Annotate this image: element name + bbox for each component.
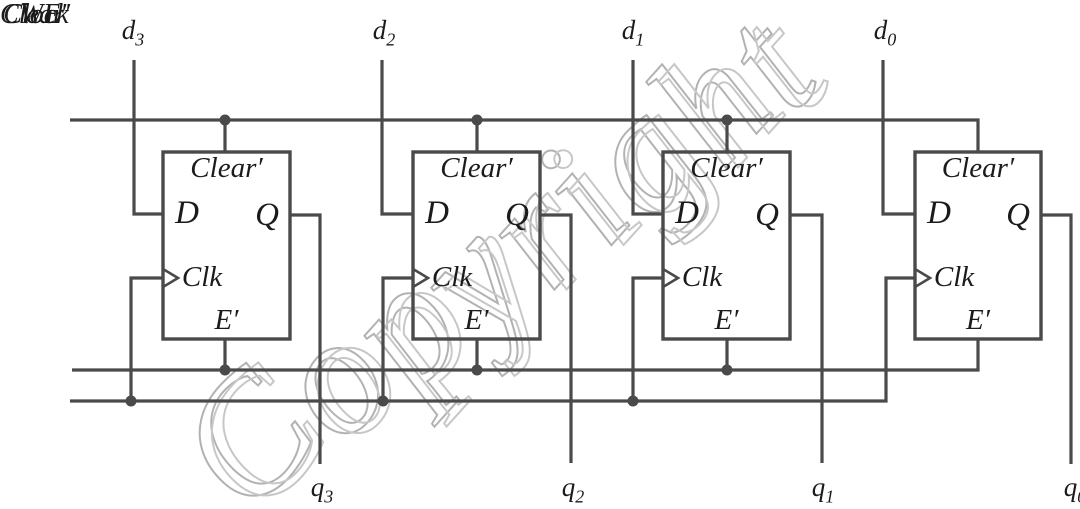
output-label-q2: q2 <box>541 472 605 505</box>
junction-dot <box>471 114 483 126</box>
ff0-clk-label: Clk <box>933 261 975 293</box>
flipflop-0-box <box>913 150 1043 341</box>
ff3-clk-label: Clk <box>181 261 223 293</box>
input-d2-sub: 2 <box>386 29 396 50</box>
junction-dot <box>219 364 231 376</box>
junction-dot <box>471 364 483 376</box>
ff1-q-label: Q <box>755 197 779 233</box>
clock-edge-triangle-ff3 <box>162 267 181 289</box>
output-label-q3: q3 <box>290 472 354 505</box>
clear-signal-label: Clear′ <box>0 0 70 30</box>
input-d2-base: d <box>372 15 387 45</box>
junction-dot <box>627 395 639 407</box>
input-d3-base: d <box>121 15 136 45</box>
input-d1-base: d <box>621 15 636 45</box>
wire-q2-output <box>540 213 573 463</box>
wire-q3-output <box>290 213 322 464</box>
output-q3-base: q <box>310 472 325 502</box>
wire-clear-rail <box>70 118 980 152</box>
flipflop-2-box <box>411 150 542 341</box>
output-label-q1: q1 <box>791 472 855 505</box>
output-q1-sub: 1 <box>825 486 835 507</box>
wire-d2-input <box>380 60 413 216</box>
clock-signal-label: Clock <box>3 0 69 30</box>
ff2-q-label: Q <box>505 197 529 233</box>
wire-we-rail <box>72 339 980 372</box>
output-label-q0: q0 <box>1043 472 1080 505</box>
input-d1-sub: 1 <box>635 29 645 50</box>
wire-d3-input <box>132 60 163 216</box>
wire-d1-input <box>631 60 663 216</box>
ff3-clear-label: Clear′ <box>190 152 263 184</box>
we-signal-label: WE′ <box>19 0 67 30</box>
junction-dot <box>377 395 389 407</box>
ff3-d-label: D <box>175 195 199 231</box>
ff2-clear-label: Clear′ <box>440 152 513 184</box>
flipflop-3-box <box>161 150 292 341</box>
wire-q1-output <box>790 213 824 463</box>
output-q2-sub: 2 <box>575 486 585 507</box>
output-q3-sub: 3 <box>324 486 334 507</box>
output-q0-sub: 0 <box>1077 486 1080 506</box>
ff1-clk-label: Clk <box>681 261 723 293</box>
ff0-d-label: D <box>927 195 951 231</box>
input-d0-sub: 0 <box>887 29 897 50</box>
ff3-enable-label: E′ <box>214 304 239 336</box>
wire-d0-input <box>881 60 915 216</box>
ff0-q-label: Q <box>1006 197 1030 233</box>
input-d3-sub: 3 <box>135 29 145 50</box>
flipflop-1-box <box>661 150 792 341</box>
clock-edge-triangle-ff2 <box>412 267 431 289</box>
wire-clk-tap-ff1 <box>631 276 663 401</box>
wire-clock-rail <box>70 276 915 403</box>
junction-dot <box>219 114 231 126</box>
wire-clk-tap-ff2 <box>381 276 413 401</box>
input-label-d2: d2 <box>352 15 416 48</box>
output-q1-base: q <box>811 472 826 502</box>
clock-edge-triangle-ff0 <box>914 267 933 289</box>
ff1-enable-label: E′ <box>714 304 739 336</box>
ff2-d-label: D <box>425 195 449 231</box>
junction-dot <box>721 114 733 126</box>
ff2-clk-label: Clk <box>431 261 473 293</box>
ff0-enable-label: E′ <box>965 304 991 336</box>
junction-dot <box>125 395 137 407</box>
clock-edge-triangle-ff1 <box>662 267 681 289</box>
output-q2-base: q <box>561 472 576 502</box>
wire-q0-output <box>1041 213 1073 464</box>
input-d0-base: d <box>873 15 888 45</box>
junction-dot <box>721 364 733 376</box>
input-label-d0: d0 <box>853 15 917 48</box>
ff2-enable-label: E′ <box>464 304 489 336</box>
ff1-d-label: D <box>675 195 699 231</box>
wire-clk-tap-ff3 <box>129 276 163 401</box>
ff0-clear-label: Clear′ <box>941 152 1015 184</box>
input-label-d1: d1 <box>601 15 665 48</box>
ff3-q-label: Q <box>255 197 279 233</box>
input-label-d3: d3 <box>101 15 165 48</box>
ff1-clear-label: Clear′ <box>690 152 763 184</box>
output-q0-base: q <box>1063 472 1078 502</box>
